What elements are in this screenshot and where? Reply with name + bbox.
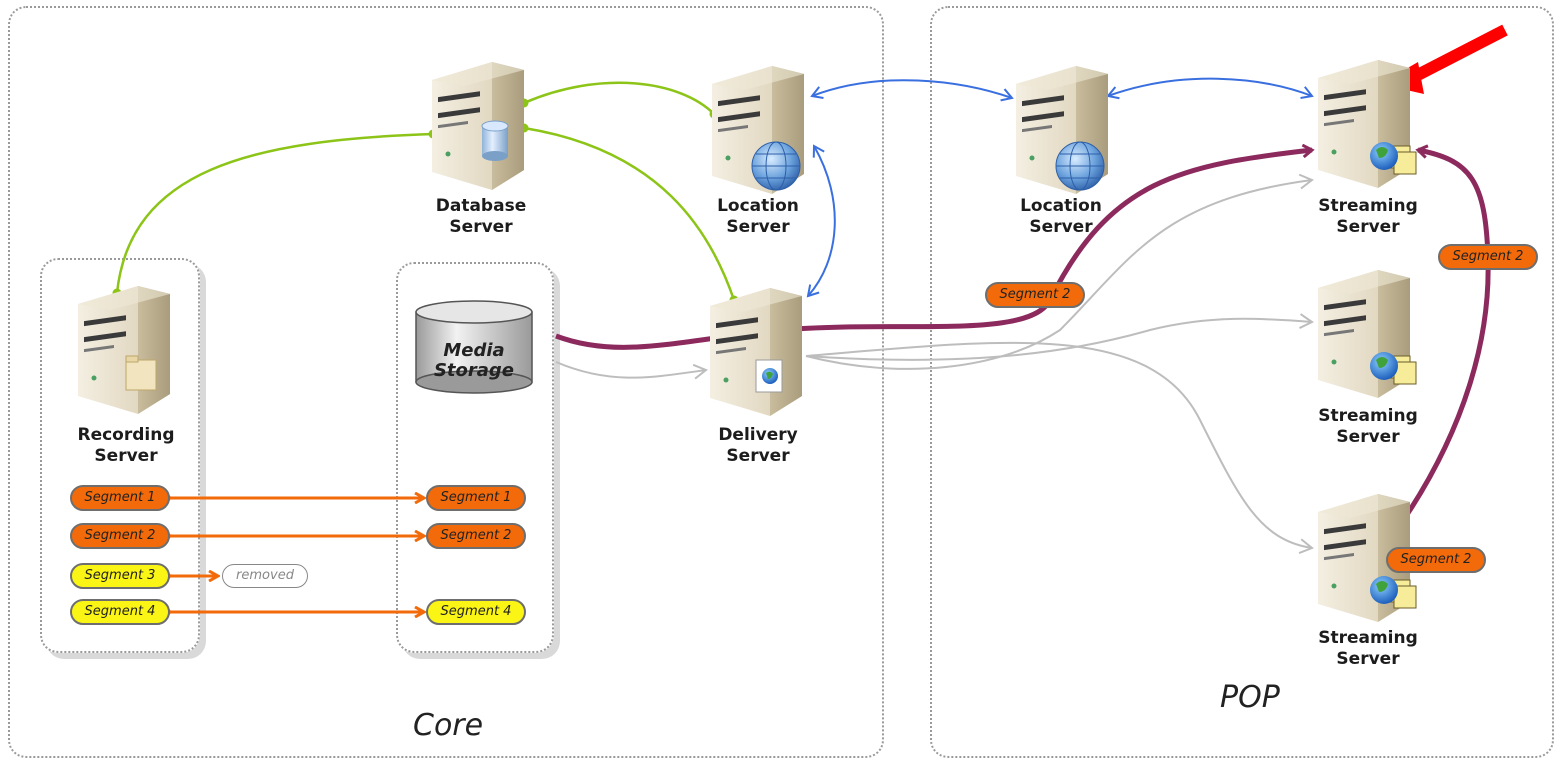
media-storage-label-2: Storage: [434, 360, 514, 381]
storage-segment-2: Segment 2: [426, 523, 526, 549]
pop-label: POP: [1220, 680, 1280, 715]
delivery-server-label: Delivery Server: [718, 425, 798, 466]
location-server-core-label: Location Server: [717, 196, 799, 237]
database-server-label: Database Server: [435, 196, 527, 237]
storage-segment-4: Segment 4: [426, 599, 526, 625]
storage-segment-1: Segment 1: [426, 485, 526, 511]
link-db-location: [523, 81, 715, 115]
recording-segment-3: Segment 3: [70, 563, 170, 589]
gray-delivery-top: [805, 173, 1314, 370]
link-location-delivery: [806, 144, 836, 298]
folder-icon: [125, 355, 157, 391]
link-location-location: [810, 79, 1014, 102]
removed-label: removed: [222, 564, 308, 588]
delivery-server-icon: [710, 288, 802, 416]
location-server-core-icon: [712, 66, 804, 194]
media-storage-icon: Media Storage: [415, 300, 533, 394]
globe-folder-icon: [1370, 352, 1417, 385]
document-globe-icon: [755, 359, 783, 393]
link-location-streaming: [1106, 77, 1314, 100]
location-server-pop-label: Location Server: [1020, 196, 1102, 237]
gray-delivery-bottom: [805, 341, 1314, 555]
link-db-recording: [115, 132, 434, 294]
link-db-delivery: [523, 126, 736, 301]
globe-folder-icon: [1370, 576, 1417, 609]
flow-segment-core-to-pop: Segment 2: [985, 282, 1085, 308]
gray-storage-delivery: [555, 361, 708, 380]
streaming-server-top-icon: [1318, 60, 1417, 188]
core-label: Core: [413, 708, 484, 743]
recording-segment-4: Segment 4: [70, 599, 170, 625]
database-cylinder-icon: [481, 120, 509, 161]
recording-segment-1: Segment 1: [70, 485, 170, 511]
location-server-pop-icon: [1016, 66, 1108, 194]
purple-bottom-to-top: [1385, 150, 1491, 544]
flow-segment-bottom-server: Segment 2: [1386, 547, 1486, 573]
globe-icon: [751, 141, 801, 191]
streaming-server-mid-label: Streaming Server: [1318, 406, 1418, 447]
purple-storage-to-top: [555, 150, 1312, 350]
core-region: [8, 6, 884, 758]
database-server-icon: [432, 62, 524, 190]
media-storage-label-1: Media: [443, 340, 504, 361]
streaming-server-bottom-icon: [1318, 494, 1417, 622]
recording-segment-2: Segment 2: [70, 523, 170, 549]
streaming-server-top-label: Streaming Server: [1318, 196, 1418, 237]
recording-server-label: Recording Server: [77, 425, 175, 466]
globe-icon: [1055, 141, 1105, 191]
pop-region: [930, 6, 1554, 758]
recording-server-icon: [78, 286, 170, 414]
globe-folder-icon: [1370, 142, 1417, 175]
gray-delivery-mid: [805, 313, 1314, 361]
streaming-server-bottom-label: Streaming Server: [1318, 628, 1418, 669]
flow-segment-right: Segment 2: [1438, 244, 1538, 270]
streaming-server-mid-icon: [1318, 270, 1417, 398]
